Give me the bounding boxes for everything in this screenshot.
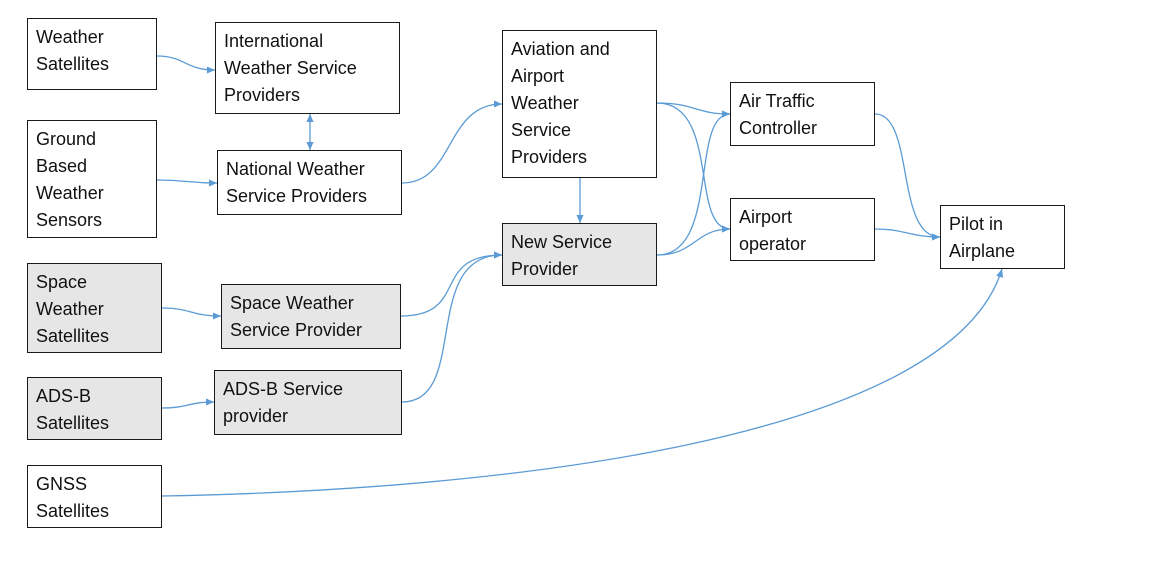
node-label-line: Satellites bbox=[36, 413, 110, 433]
node-label-line: New Service bbox=[511, 232, 613, 252]
edge-national-weather-providers-to-aviation-airport-providers bbox=[401, 100, 503, 184]
edge-weather-satellites-to-intl-weather-providers bbox=[156, 55, 216, 74]
node-label-line: Space bbox=[36, 272, 88, 292]
node-label-line: operator bbox=[739, 234, 807, 254]
edge-gnss-satellites-to-pilot-in-airplane bbox=[161, 268, 1004, 497]
node-label-line: Aviation and bbox=[511, 39, 610, 59]
edge-space-weather-satellites-to-space-weather-provider bbox=[161, 307, 222, 320]
node-label-line: Providers bbox=[224, 85, 301, 105]
node-label-line: GNSS bbox=[36, 474, 88, 494]
edge-ground-sensors-to-national-weather-providers bbox=[156, 179, 218, 187]
node-label-line: ADS-B Service bbox=[223, 379, 344, 399]
node-label-line: Weather bbox=[36, 27, 104, 47]
edge-aviation-airport-providers-to-air-traffic-controller bbox=[656, 102, 731, 118]
node-label-line: International bbox=[224, 31, 324, 51]
node-label-line: ADS-B bbox=[36, 386, 92, 406]
node-label-line: Pilot in bbox=[949, 214, 1004, 234]
node-pilot-in-airplane: Pilot in Airplane bbox=[940, 205, 1065, 269]
node-label-line: Weather bbox=[36, 299, 104, 319]
node-label-line: provider bbox=[223, 406, 289, 426]
node-label-line: Service bbox=[511, 120, 572, 140]
node-label-line: Space Weather bbox=[230, 293, 354, 313]
edge-airport-operator-to-pilot-in-airplane bbox=[874, 228, 941, 241]
node-label-line: Controller bbox=[739, 118, 818, 138]
node-label-line: National Weather bbox=[226, 159, 365, 179]
node-label-line: Service Provider bbox=[230, 320, 363, 340]
node-label-line: Service Providers bbox=[226, 186, 368, 206]
node-label-line: Based bbox=[36, 156, 88, 176]
node-label-line: Airport bbox=[739, 207, 793, 227]
node-label-line: Providers bbox=[511, 147, 588, 167]
node-label-line: Ground bbox=[36, 129, 97, 149]
node-label-line: Satellites bbox=[36, 326, 110, 346]
edge-adsb-provider-to-new-service-provider bbox=[401, 251, 503, 403]
node-label-line: Weather bbox=[36, 183, 104, 203]
edge-new-service-provider-to-air-traffic-controller bbox=[656, 110, 731, 256]
node-adsb-provider: ADS-B Service provider bbox=[214, 370, 402, 435]
node-label-line: Satellites bbox=[36, 501, 110, 521]
edge-space-weather-provider-to-new-service-provider bbox=[400, 251, 503, 317]
node-label-line: Airplane bbox=[949, 241, 1016, 261]
node-label-line: Airport bbox=[511, 66, 565, 86]
node-label-line: Provider bbox=[511, 259, 579, 279]
node-label-line: Air Traffic bbox=[739, 91, 815, 111]
node-label-line: Satellites bbox=[36, 54, 110, 74]
node-label-line: Sensors bbox=[36, 210, 103, 230]
edge-aviation-airport-providers-to-airport-operator bbox=[656, 102, 731, 233]
edge-new-service-provider-to-airport-operator bbox=[656, 225, 731, 256]
node-adsb-satellites: ADS-B Satellites bbox=[27, 377, 162, 440]
edge-adsb-satellites-to-adsb-provider bbox=[161, 398, 215, 409]
node-label-line: Weather Service bbox=[224, 58, 357, 78]
edge-air-traffic-controller-to-pilot-in-airplane bbox=[874, 113, 941, 241]
node-airport-operator: Airport operator bbox=[730, 198, 875, 261]
node-gnss-satellites: GNSS Satellites bbox=[27, 465, 162, 528]
node-label-line: Weather bbox=[511, 93, 579, 113]
